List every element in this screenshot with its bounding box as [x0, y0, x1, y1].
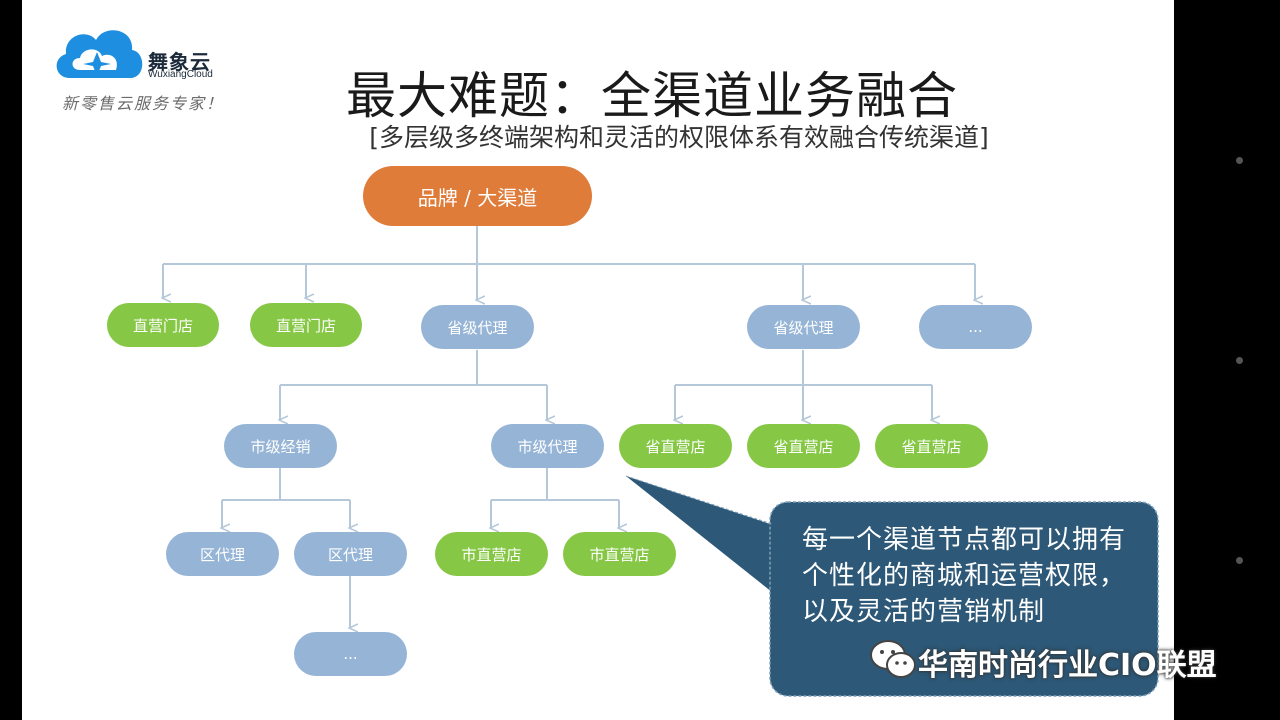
- logo-brand-en: WuxiangCloud: [148, 69, 213, 80]
- nav-dot-3[interactable]: [1236, 557, 1243, 564]
- callout-text: 每一个渠道节点都可以拥有个性化的商城和运营权限，以及灵活的营销机制: [802, 525, 1127, 627]
- node-district-agent-2[interactable]: 区代理: [294, 532, 407, 576]
- connector-lines: [22, 226, 1174, 720]
- node-more-bottom[interactable]: ...: [294, 632, 407, 676]
- node-district-agent-1[interactable]: 区代理: [166, 532, 279, 576]
- nav-dot-2[interactable]: [1236, 357, 1243, 364]
- node-city-store-2[interactable]: 市直营店: [563, 532, 676, 576]
- cloud-logo-icon: [56, 30, 143, 78]
- node-city-agent[interactable]: 市级代理: [491, 424, 604, 468]
- node-province-agent-1[interactable]: 省级代理: [421, 305, 534, 349]
- page-subtitle: [多层级多终端架构和灵活的权限体系有效融合传统渠道]: [369, 123, 989, 152]
- page-title: 最大难题：全渠道业务融合: [346, 67, 958, 125]
- node-province-store-2[interactable]: 省直营店: [747, 424, 860, 468]
- logo-tagline: 新零售云服务专家！: [62, 94, 225, 113]
- node-province-store-1[interactable]: 省直营店: [619, 424, 732, 468]
- nav-dot-1[interactable]: [1236, 157, 1243, 164]
- node-direct-store-1[interactable]: 直营门店: [107, 303, 219, 347]
- node-province-agent-2[interactable]: 省级代理: [747, 305, 860, 349]
- slide: 舞象云 WuxiangCloud 新零售云服务专家！ 最大难题：全渠道业务融合 …: [22, 0, 1174, 720]
- node-province-store-3[interactable]: 省直营店: [875, 424, 988, 468]
- node-city-store-1[interactable]: 市直营店: [435, 532, 548, 576]
- callout-bubble: [625, 475, 1159, 697]
- node-root[interactable]: 品牌 / 大渠道: [363, 166, 592, 226]
- node-city-dealer[interactable]: 市级经销: [224, 424, 337, 468]
- node-direct-store-2[interactable]: 直营门店: [250, 303, 362, 347]
- logo-brand: 舞象云: [148, 50, 211, 74]
- wechat-icon: [870, 640, 916, 678]
- node-more-top[interactable]: ...: [919, 305, 1032, 349]
- watermark-text: 华南时尚行业CIO联盟: [918, 648, 1217, 683]
